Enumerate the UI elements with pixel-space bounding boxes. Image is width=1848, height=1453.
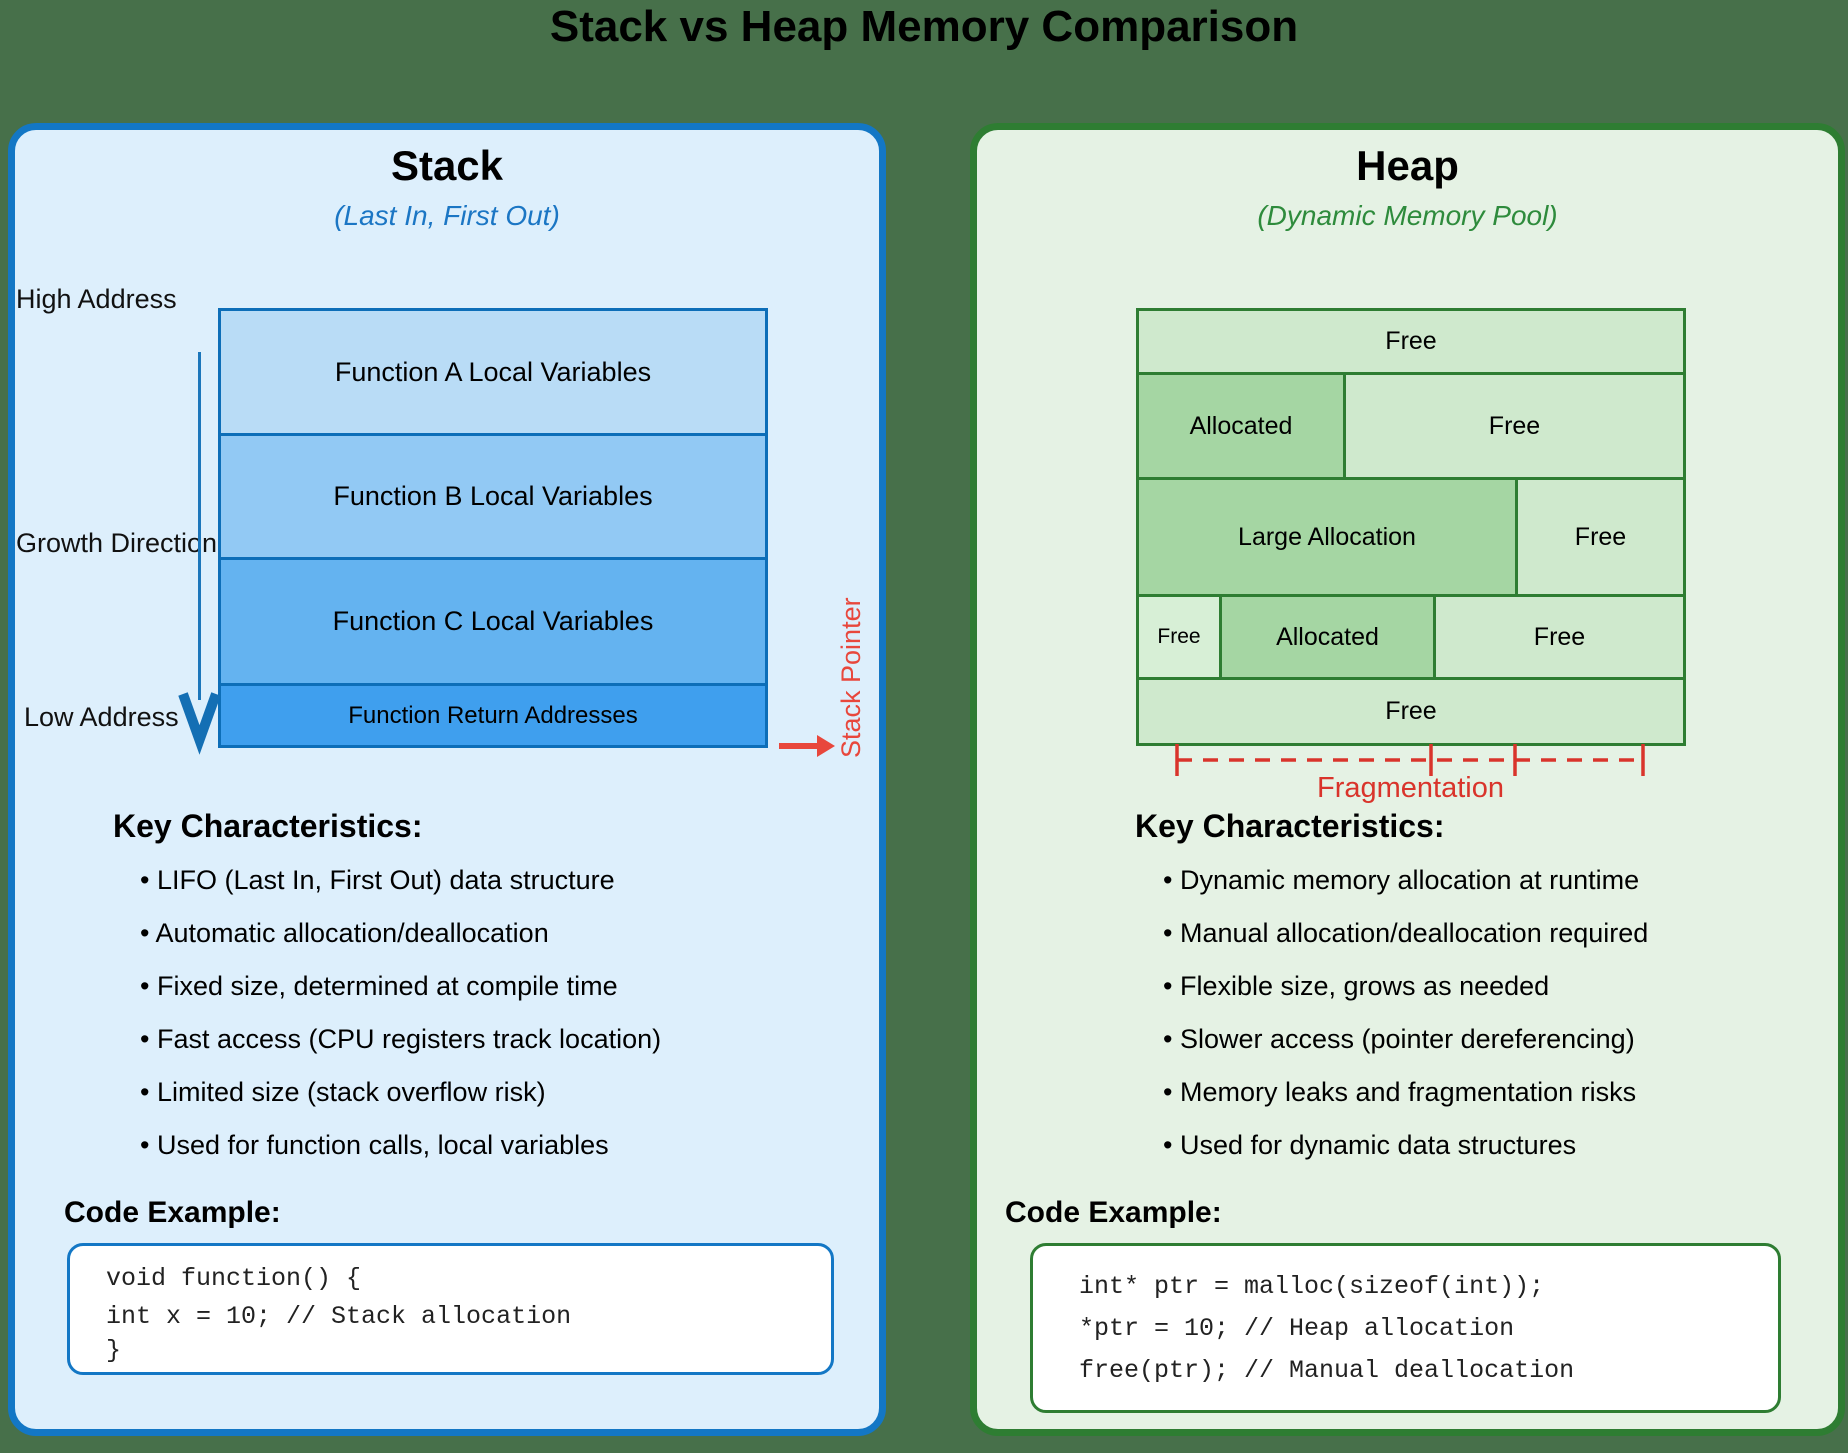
- heap-code-heading: Code Example:: [1005, 1196, 1222, 1229]
- stack-title: Stack: [390, 142, 504, 189]
- list-item: Memory leaks and fragmentation risks: [1163, 1066, 1648, 1119]
- page-title: Stack vs Heap Memory Comparison: [549, 2, 1299, 51]
- stack-characteristics-list: LIFO (Last In, First Out) data structure…: [140, 854, 661, 1172]
- list-item: Manual allocation/deallocation required: [1163, 907, 1648, 960]
- list-item: Automatic allocation/deallocation: [140, 907, 661, 960]
- stack-code-box: void function() { int x = 10; // Stack a…: [67, 1243, 834, 1375]
- stack-code-heading: Code Example:: [64, 1196, 281, 1229]
- list-item: Fast access (CPU registers track locatio…: [140, 1013, 661, 1066]
- heap-cell-free: Free: [1139, 597, 1222, 677]
- heap-title: Heap: [1356, 142, 1459, 189]
- code-line: int* ptr = malloc(sizeof(int));: [1079, 1272, 1545, 1301]
- heap-cell-free: Free: [1139, 311, 1683, 372]
- high-address-label: High Address: [16, 284, 177, 314]
- code-line: *ptr = 10; // Heap allocation: [1079, 1314, 1515, 1343]
- heap-cell-allocated: Allocated: [1222, 597, 1436, 677]
- list-item: Dynamic memory allocation at runtime: [1163, 854, 1648, 907]
- heap-cell-free: Free: [1139, 680, 1683, 743]
- heap-diagram: Free Allocated Free Large Allocation Fre…: [1136, 308, 1686, 746]
- stack-block-function-c: Function C Local Variables: [221, 560, 765, 686]
- stack-diagram: Function A Local Variables Function B Lo…: [218, 308, 768, 748]
- heap-cell-free: Free: [1436, 597, 1683, 677]
- list-item: Flexible size, grows as needed: [1163, 960, 1648, 1013]
- heap-row-2: Allocated Free: [1139, 375, 1683, 480]
- stack-block-return-addresses: Function Return Addresses: [221, 686, 765, 745]
- heap-subtitle: (Dynamic Memory Pool): [1257, 200, 1558, 231]
- list-item: LIFO (Last In, First Out) data structure: [140, 854, 661, 907]
- stack-block-function-b: Function B Local Variables: [221, 436, 765, 560]
- list-item: Fixed size, determined at compile time: [140, 960, 661, 1013]
- low-address-label: Low Address: [24, 702, 179, 732]
- heap-row-1: Free: [1139, 311, 1683, 375]
- stack-pointer-label: Stack Pointer: [836, 597, 866, 758]
- heap-characteristics-heading: Key Characteristics:: [1135, 808, 1445, 844]
- list-item: Used for dynamic data structures: [1163, 1119, 1648, 1172]
- heap-code-box: int* ptr = malloc(sizeof(int)); *ptr = 1…: [1030, 1243, 1781, 1413]
- heap-characteristics-list: Dynamic memory allocation at runtime Man…: [1163, 854, 1648, 1172]
- code-line: int x = 10; // Stack allocation: [106, 1302, 572, 1331]
- code-line: void function() {: [106, 1264, 362, 1293]
- list-item: Used for function calls, local variables: [140, 1119, 661, 1172]
- list-item: Slower access (pointer dereferencing): [1163, 1013, 1648, 1066]
- heap-row-5: Free: [1139, 680, 1683, 743]
- heap-row-3: Large Allocation Free: [1139, 480, 1683, 597]
- growth-direction-label: Growth Direction: [16, 528, 218, 558]
- stack-characteristics-heading: Key Characteristics:: [113, 808, 423, 844]
- heap-cell-allocated: Allocated: [1139, 375, 1346, 477]
- heap-cell-free: Free: [1518, 480, 1683, 594]
- stack-subtitle: (Last In, First Out): [334, 200, 560, 231]
- heap-cell-large-allocation: Large Allocation: [1139, 480, 1518, 594]
- list-item: Limited size (stack overflow risk): [140, 1066, 661, 1119]
- stack-block-function-a: Function A Local Variables: [221, 311, 765, 436]
- heap-cell-free: Free: [1346, 375, 1683, 477]
- fragmentation-label: Fragmentation: [1317, 772, 1504, 804]
- code-line: }: [106, 1336, 122, 1365]
- code-line: free(ptr); // Manual deallocation: [1079, 1356, 1575, 1385]
- heap-row-4: Free Allocated Free: [1139, 597, 1683, 680]
